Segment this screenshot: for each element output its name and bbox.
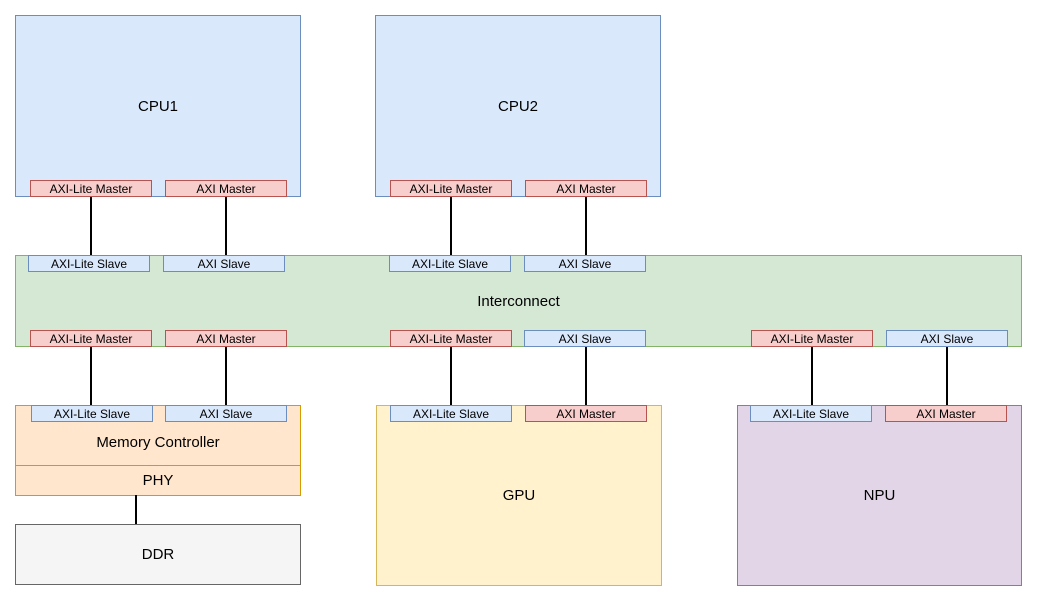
port-cpu2-axi-lite-master: AXI-Lite Master — [390, 180, 512, 197]
connector-interconnect-to-gpu-axi — [585, 346, 587, 405]
cpu1-label: CPU1 — [137, 97, 178, 115]
cpu2-label: CPU2 — [497, 97, 538, 115]
memory-controller-label: Memory Controller — [96, 434, 220, 451]
connector-interconnect-to-npu-axi — [946, 346, 948, 405]
port-gpu-axi-master: AXI Master — [525, 405, 647, 422]
npu-label: NPU — [863, 487, 896, 504]
port-cpu1-axi-lite-master: AXI-Lite Master — [30, 180, 152, 197]
port-npu-axi-lite-slave: AXI-Lite Slave — [750, 405, 872, 422]
connector-interconnect-to-npu-lite — [811, 346, 813, 405]
port-interconnect-bottom-axi-slave-2: AXI Slave — [886, 330, 1008, 347]
connector-cpu1-axi-to-interconnect — [225, 196, 227, 255]
connector-interconnect-to-mc-axi — [225, 346, 227, 405]
port-npu-axi-master: AXI Master — [885, 405, 1007, 422]
port-cpu2-axi-master: AXI Master — [525, 180, 647, 197]
block-ddr: DDR — [15, 524, 301, 585]
block-gpu: GPU — [376, 405, 662, 586]
port-interconnect-top-axi-slave-2: AXI Slave — [524, 255, 646, 272]
connector-interconnect-to-gpu-lite — [450, 346, 452, 405]
block-cpu2: CPU2 — [375, 15, 661, 197]
port-gpu-axi-lite-slave: AXI-Lite Slave — [390, 405, 512, 422]
connector-interconnect-to-mc-lite — [90, 346, 92, 405]
connector-phy-to-ddr — [135, 495, 137, 524]
port-interconnect-bottom-axi-lite-master-3: AXI-Lite Master — [751, 330, 873, 347]
port-interconnect-top-axi-lite-slave-1: AXI-Lite Slave — [28, 255, 150, 272]
phy-label: PHY — [142, 472, 174, 489]
port-interconnect-top-axi-lite-slave-2: AXI-Lite Slave — [389, 255, 511, 272]
connector-cpu2-axi-to-interconnect — [585, 196, 587, 255]
gpu-label: GPU — [502, 487, 536, 504]
port-interconnect-bottom-axi-slave-1: AXI Slave — [524, 330, 646, 347]
block-phy: PHY — [16, 465, 300, 495]
port-mc-axi-lite-slave: AXI-Lite Slave — [31, 405, 153, 422]
block-npu: NPU — [737, 405, 1022, 586]
port-interconnect-bottom-axi-master-1: AXI Master — [165, 330, 287, 347]
connector-cpu1-lite-to-interconnect — [90, 196, 92, 255]
connector-cpu2-lite-to-interconnect — [450, 196, 452, 255]
port-interconnect-top-axi-slave-1: AXI Slave — [163, 255, 285, 272]
ddr-label: DDR — [141, 546, 175, 563]
port-interconnect-bottom-axi-lite-master-2: AXI-Lite Master — [390, 330, 512, 347]
block-cpu1: CPU1 — [15, 15, 301, 197]
port-mc-axi-slave: AXI Slave — [165, 405, 287, 422]
interconnect-label: Interconnect — [477, 292, 560, 310]
port-cpu1-axi-master: AXI Master — [165, 180, 287, 197]
port-interconnect-bottom-axi-lite-master-1: AXI-Lite Master — [30, 330, 152, 347]
